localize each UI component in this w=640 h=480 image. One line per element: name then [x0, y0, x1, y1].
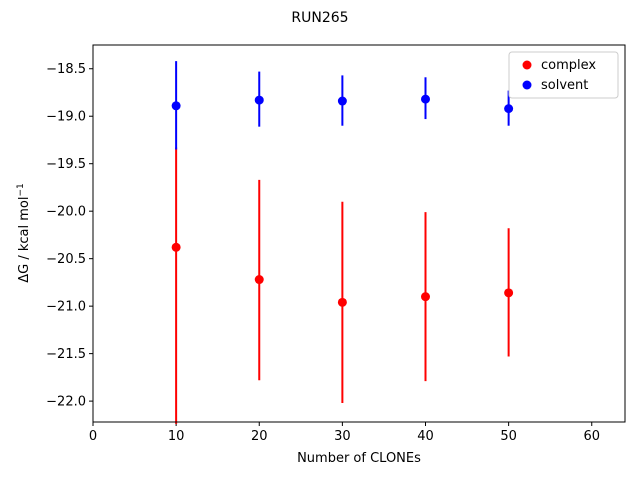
y-tick-label: −21.5	[46, 347, 86, 362]
point-complex	[254, 275, 264, 285]
point-complex	[504, 288, 514, 298]
x-tick-label: 40	[417, 429, 434, 444]
x-tick-label: 0	[89, 429, 97, 444]
point-solvent	[421, 94, 430, 104]
point-solvent	[254, 95, 264, 105]
legend-label-solvent: solvent	[541, 78, 588, 93]
point-complex	[337, 297, 347, 307]
point-solvent	[171, 101, 181, 111]
legend-box	[508, 51, 619, 99]
legend-marker-solvent	[522, 80, 532, 90]
legend-label-complex: complex	[541, 58, 596, 73]
point-complex	[421, 292, 430, 302]
y-axis-label: ΔG / kcal mol−1	[16, 183, 32, 283]
y-tick-label: −21.0	[46, 300, 86, 315]
data-points	[171, 94, 514, 307]
x-tick-label: 20	[251, 429, 268, 444]
y-axis-label-main: ΔG / kcal mol	[17, 197, 32, 283]
y-tick-label: −20.0	[46, 205, 86, 220]
y-tick-label: −20.5	[46, 252, 86, 267]
y-tick-label: −22.0	[46, 395, 86, 410]
chart-title: RUN265	[291, 10, 348, 26]
y-tick-label: −18.5	[46, 62, 86, 77]
y-axis-label-sup: −1	[16, 183, 26, 196]
y-tick-labels: −22.0 −21.5 −21.0 −20.5 −20.0 −19.5 −19.0 −18.5	[46, 62, 86, 409]
plot-frame	[92, 44, 626, 423]
legend: complex solvent	[508, 51, 619, 99]
plot-area	[93, 45, 625, 422]
x-axis-label: Number of CLONEs	[297, 451, 421, 466]
x-tick-label: 50	[500, 429, 517, 444]
point-complex	[171, 242, 181, 252]
legend-marker-complex	[522, 60, 532, 70]
x-tick-labels: 0 10 20 30 40 50 60	[89, 429, 600, 444]
tick-marks	[89, 68, 593, 426]
point-solvent	[337, 96, 347, 106]
y-tick-label: −19.5	[46, 157, 86, 172]
x-tick-label: 60	[583, 429, 600, 444]
y-tick-label: −19.0	[46, 110, 86, 125]
point-solvent	[504, 104, 514, 114]
x-tick-label: 10	[168, 429, 185, 444]
x-tick-label: 30	[334, 429, 351, 444]
